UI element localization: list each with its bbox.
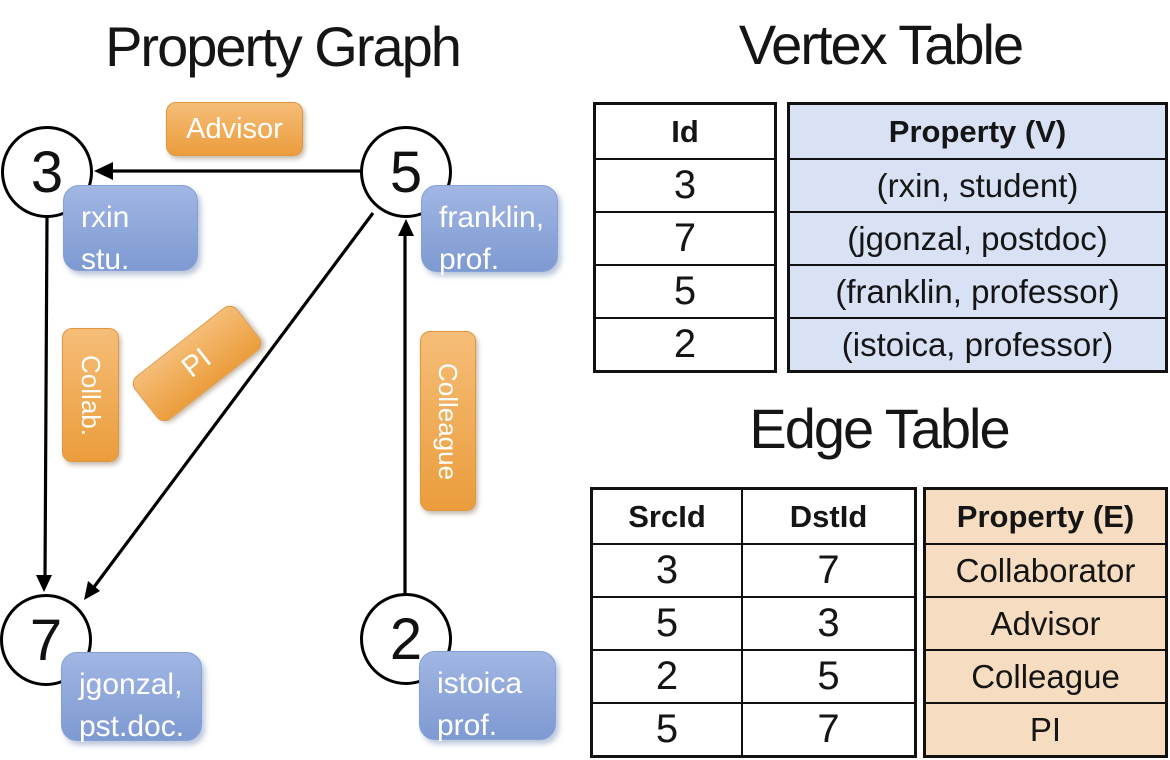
property-line: prof.: [439, 243, 500, 276]
table-cell: Collaborator: [926, 543, 1165, 596]
table-cell: Advisor: [926, 596, 1165, 649]
property-line: rxin: [81, 201, 130, 234]
edge-label-colleague: Colleague: [420, 331, 476, 511]
table-cell: 2: [655, 654, 679, 698]
edge-label-text: Colleague: [433, 362, 464, 480]
column-header: Id: [671, 113, 699, 149]
table-cell: (jgonzal, postdoc): [790, 211, 1165, 264]
edge-label-text: PI: [176, 342, 218, 385]
edge-label-text: Advisor: [186, 112, 283, 145]
edge-label-collab: Collab.: [62, 328, 119, 462]
table-cell: PI: [926, 702, 1165, 755]
node-id-label: 5: [389, 139, 423, 205]
table-cell: (franklin, professor): [790, 264, 1165, 317]
property-line: franklin,: [439, 201, 545, 234]
table-cell: 5: [596, 264, 774, 317]
property-line: prof.: [437, 709, 498, 742]
edge-label-advisor: Advisor: [166, 102, 303, 156]
graph-node-3: 3: [1, 126, 93, 218]
table-cell: 7: [741, 704, 914, 755]
property-graph-title: Property Graph: [105, 15, 462, 78]
column-header: Property (E): [956, 498, 1135, 534]
edge-colleague-2-to-5: [398, 219, 414, 594]
property-line: stu.: [81, 243, 130, 276]
column-header: DstId: [741, 490, 914, 543]
node-id-label: 2: [389, 606, 423, 672]
table-cell: 5: [741, 651, 914, 702]
edge-label-text: Collab.: [76, 354, 106, 436]
property-line: jgonzal,: [79, 668, 183, 701]
table-cell: 3: [655, 548, 679, 592]
edge-table: SrcId DstId 3 7 5 3 2 5 5 7 Property (E)…: [590, 487, 1168, 758]
table-cell: 7: [741, 545, 914, 596]
edge-advisor-5-to-3: [94, 162, 361, 180]
edge-table-property-column: Property (E) Collaborator Advisor Collea…: [923, 487, 1168, 758]
table-cell: 5: [655, 707, 679, 751]
table-cell: 2: [596, 317, 774, 370]
property-line: pst.doc.: [79, 710, 185, 743]
vertex-property-box-3: rxin stu.: [63, 185, 198, 276]
property-line: istoica: [437, 667, 523, 700]
vertex-property-box-2: istoica prof.: [419, 651, 556, 742]
vertex-table: Id 3 7 5 2 Property (V) (rxin, student) …: [593, 102, 1168, 373]
node-id-label: 3: [30, 139, 64, 205]
vertex-property-box-7: jgonzal, pst.doc.: [61, 652, 202, 743]
column-header: Property (V): [888, 113, 1067, 149]
table-cell: 5: [655, 601, 679, 645]
vertex-table-property-column: Property (V) (rxin, student) (jgonzal, p…: [787, 102, 1168, 373]
edge-table-title: Edge Table: [749, 397, 1010, 460]
vertex-property-box-5: franklin, prof.: [421, 185, 558, 276]
edge-table-id-columns: SrcId DstId 3 7 5 3 2 5 5 7: [590, 487, 917, 758]
table-cell: (istoica, professor): [790, 317, 1165, 370]
table-cell: (rxin, student): [790, 158, 1165, 211]
table-cell: 3: [596, 158, 774, 211]
table-cell: 3: [741, 598, 914, 649]
table-cell: 7: [596, 211, 774, 264]
node-id-label: 7: [29, 607, 63, 673]
edge-label-pi: PI: [128, 301, 266, 426]
column-header: SrcId: [628, 498, 706, 534]
vertex-table-id-column: Id 3 7 5 2: [593, 102, 777, 373]
table-cell: Colleague: [926, 649, 1165, 702]
edge-collab-3-to-7: [36, 216, 52, 592]
vertex-table-title: Vertex Table: [738, 13, 1024, 76]
